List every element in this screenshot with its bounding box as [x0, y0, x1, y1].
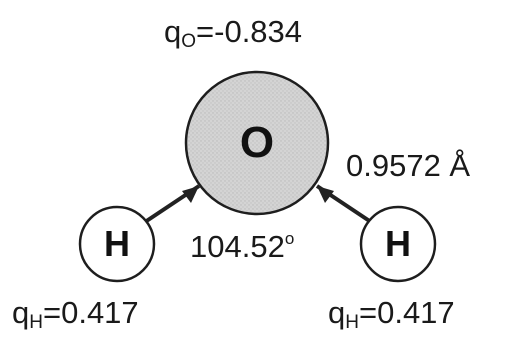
bond-length-label: 0.9572 Å — [346, 148, 471, 183]
bond-left-arrowhead — [182, 186, 199, 203]
oxygen-charge-value: =-0.834 — [196, 14, 303, 49]
hydrogen-left-charge-subscript: H — [29, 312, 43, 333]
hydrogen-left-charge-symbol: q — [12, 295, 30, 330]
oxygen-charge-symbol: q — [164, 14, 182, 49]
oxygen-atom — [184, 70, 330, 216]
hydrogen-atom-left — [78, 205, 156, 283]
hydrogen-right-charge-value: =0.417 — [358, 295, 455, 330]
hydrogen-left-charge-label: qH=0.417 — [12, 297, 139, 332]
bond-angle-label: 104.52o — [190, 230, 294, 262]
hydrogen-atom-right — [359, 205, 437, 283]
oxygen-symbol: O — [239, 118, 275, 167]
bond-right-arrowhead — [317, 186, 334, 203]
hydrogen-right-charge-label: qH=0.417 — [328, 297, 455, 332]
hydrogen-left-symbol: H — [104, 223, 130, 264]
hydrogen-right-charge-symbol: q — [328, 295, 346, 330]
bond-angle-unit: o — [284, 229, 295, 248]
hydrogen-right-charge-subscript: H — [345, 312, 359, 333]
oxygen-charge-label: qO=-0.834 — [164, 16, 302, 51]
hydrogen-left-charge-value: =0.417 — [42, 295, 139, 330]
hydrogen-right-symbol: H — [385, 223, 411, 264]
bond-angle-value: 104.52 — [190, 229, 285, 264]
oxygen-charge-subscript: O — [181, 31, 197, 52]
